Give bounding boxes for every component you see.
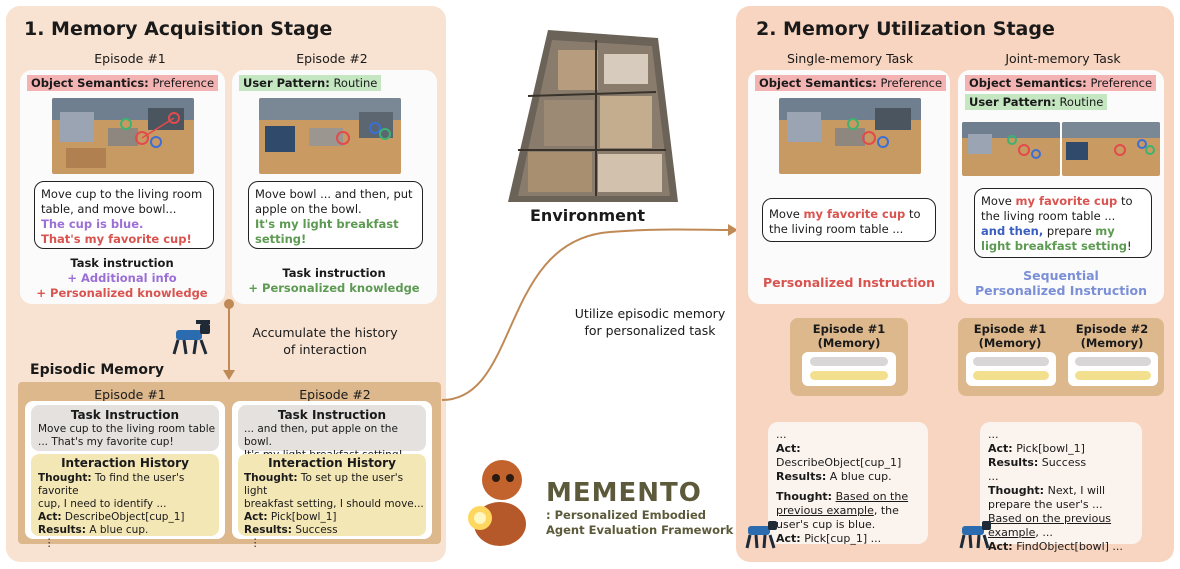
episodic-ep2-title: Episode #2: [299, 387, 371, 402]
single-memory-label: Episode #1 (Memory): [812, 322, 886, 350]
stage1-title: 1. Memory Acquisition Stage: [24, 18, 333, 40]
ep2-caption-personalized: + Personalized knowledge: [248, 281, 420, 295]
ep1-caption-task: Task instruction: [70, 256, 174, 270]
episode2-instruction-bubble: Move bowl ... and then, put apple on the…: [248, 181, 423, 249]
ep1-history-text: Thought: To find the user's favorite cup…: [38, 472, 185, 549]
memento-mascot-icon: [468, 460, 526, 546]
episode1-instruction-bubble: Move cup to the living room table, and m…: [34, 181, 214, 249]
single-result-card: ... Act: DescribeObject[cup_1] Results: …: [768, 422, 928, 545]
joint-memory-history-pill-2: [1075, 371, 1151, 380]
joint-instruction-bubble: Move my favorite cup to the living room …: [974, 188, 1152, 258]
single-memory-title: Single-memory Task: [786, 51, 914, 66]
ep1-caption-additional: + Additional info: [67, 271, 177, 285]
environment-label: Environment: [530, 206, 646, 225]
joint-robot-icon: [959, 521, 991, 549]
personalized-instruction-caption: Personalized Instruction: [763, 275, 935, 290]
joint-memory-label-1: Episode #1 (Memory): [973, 322, 1047, 350]
joint-object-semantics-tag: Object Semantics: Preference: [965, 75, 1157, 91]
joint-memory-history-pill-1: [973, 371, 1049, 380]
single-memory-task-pill: [810, 357, 888, 366]
single-robot-icon: [745, 521, 777, 549]
joint-memory-task-pill-1: [973, 357, 1049, 366]
episodic-ep2-task: [238, 405, 426, 451]
single-object-semantics-tag: Object Semantics: Preference: [755, 75, 947, 91]
stage1-episode2-title: Episode #2: [296, 51, 368, 66]
episodic-ep2-history: [238, 454, 426, 536]
utilize-label: Utilize episodic memory for personalized…: [574, 306, 726, 338]
joint-user-pattern-tag: User Pattern: Routine: [965, 94, 1108, 110]
joint-result-card: ... Act: Pick[bowl_1] Results: Success .…: [980, 422, 1142, 553]
stage2-title: 2. Memory Utilization Stage: [756, 18, 1055, 40]
ep1-caption-personalized: + Personalized knowledge: [36, 286, 208, 300]
ep2-history-heading: Interaction History: [268, 456, 396, 470]
environment-floorplan-image: [508, 30, 678, 202]
single-scene-image: [779, 98, 921, 174]
joint-memory-task-pill-2: [1075, 357, 1151, 366]
joint-memory-label-2: Episode #2 (Memory): [1075, 322, 1149, 350]
ep1-task-text: Move cup to the living room table ... Th…: [38, 423, 216, 448]
robot-dog-icon: [172, 320, 210, 355]
episode2-scene-image: [259, 98, 401, 174]
joint-scene-image-1: [962, 122, 1060, 176]
memento-subtitle: : Personalized Embodied Agent Evaluation…: [546, 508, 734, 537]
ep2-caption-task: Task instruction: [282, 266, 386, 280]
episodic-ep1-history: [31, 454, 219, 536]
user-pattern-tag: User Pattern: Routine: [239, 75, 382, 91]
joint-scene-image-2: [1062, 122, 1160, 176]
episode1-scene-image: [52, 98, 194, 174]
memento-brand: MEMENTO: [546, 478, 702, 508]
episodic-memory-title: Episodic Memory: [30, 362, 164, 378]
sequential-caption: Sequential Personalized Instruction: [975, 268, 1147, 298]
single-memory-history-pill: [810, 371, 888, 380]
ep1-history-heading: Interaction History: [61, 456, 189, 470]
ep2-history-text: Thought: To set up the user's light brea…: [244, 472, 424, 549]
object-semantics-tag: Object Semantics: Preference: [27, 75, 219, 91]
ep1-task-heading: Task Instruction: [70, 408, 180, 422]
accumulate-label: Accumulate the history of interaction: [252, 325, 398, 357]
episodic-ep1-task: [31, 405, 219, 451]
single-instruction-bubble: Move my favorite cup to the living room …: [762, 198, 936, 242]
episodic-ep1-title: Episode #1: [94, 387, 166, 402]
joint-memory-title: Joint-memory Task: [1005, 51, 1121, 66]
stage1-episode1-title: Episode #1: [94, 51, 166, 66]
ep2-task-heading: Task Instruction: [277, 408, 387, 422]
